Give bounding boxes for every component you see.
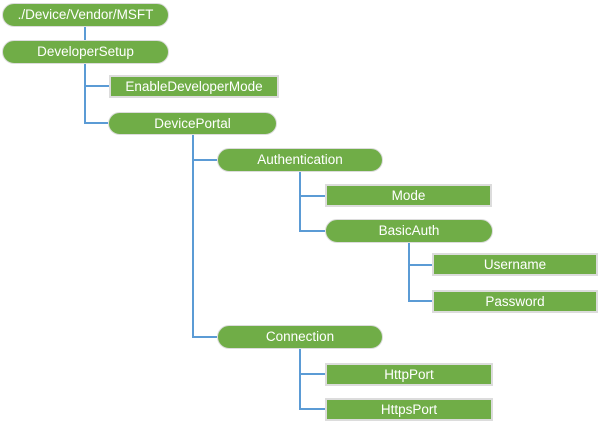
tree-node-password: Password bbox=[432, 290, 598, 313]
connector-line bbox=[84, 85, 109, 87]
connector-line bbox=[84, 64, 86, 124]
connector-line bbox=[299, 373, 325, 375]
tree-node-basicauth: BasicAuth bbox=[325, 219, 493, 243]
connector-line bbox=[408, 300, 432, 302]
connector-line bbox=[299, 195, 325, 197]
tree-node-mode: Mode bbox=[325, 184, 492, 207]
tree-node-httpsport: HttpsPort bbox=[325, 398, 493, 421]
connector-line bbox=[84, 122, 108, 124]
tree-node-connection: Connection bbox=[217, 325, 383, 349]
connector-line bbox=[408, 264, 432, 266]
connector-line bbox=[299, 172, 301, 232]
connector-line bbox=[192, 336, 217, 338]
connector-line bbox=[192, 135, 194, 338]
connector-line bbox=[408, 243, 410, 302]
connector-line bbox=[299, 408, 325, 410]
tree-node-developersetup: DeveloperSetup bbox=[2, 40, 169, 64]
tree-node-authentication: Authentication bbox=[217, 148, 383, 172]
tree-node-httpport: HttpPort bbox=[325, 363, 493, 386]
connector-line bbox=[299, 349, 301, 410]
connector-line bbox=[84, 27, 86, 40]
tree-node-enabledevelopermode: EnableDeveloperMode bbox=[109, 75, 279, 98]
connector-line bbox=[299, 230, 325, 232]
connector-line bbox=[192, 159, 217, 161]
tree-node-device-vendor-msft: ./Device/Vendor/MSFT bbox=[2, 3, 169, 27]
tree-node-username: Username bbox=[432, 253, 598, 276]
tree-node-deviceportal: DevicePortal bbox=[108, 112, 277, 135]
